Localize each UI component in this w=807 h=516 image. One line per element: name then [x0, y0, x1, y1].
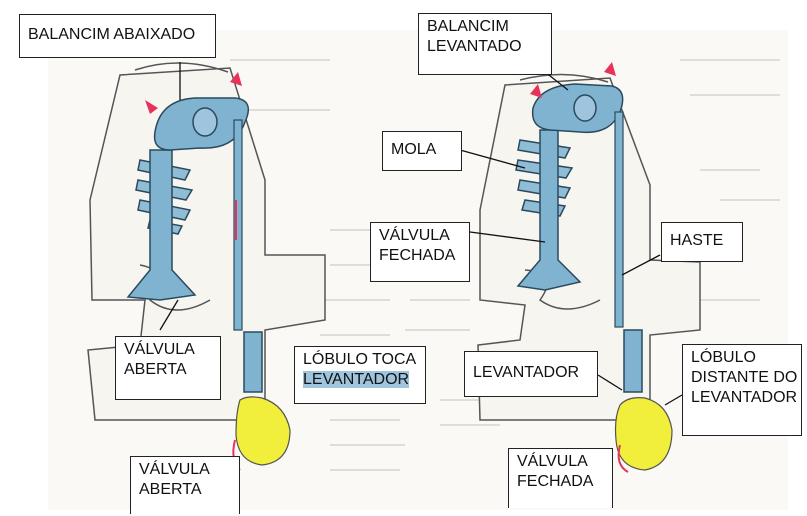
balancim-levantado-line2: LEVANTADO: [427, 37, 543, 57]
levantador-text: LEVANTADOR: [473, 364, 579, 381]
right-lifter: [624, 330, 642, 392]
lobulo-distante-line3: LEVANTADOR: [691, 388, 793, 408]
balancim-abaixado-text: BALANCIM ABAIXADO: [28, 26, 195, 43]
label-lobulo-distante: LÓBULO DISTANTE DO LEVANTADOR: [682, 344, 802, 436]
label-mola: MOLA: [382, 131, 462, 171]
lobulo-toca-line1: LÓBULO TOCA: [303, 350, 417, 370]
valvula-aberta-bottom-line2: ABERTA: [139, 480, 231, 500]
mola-text: MOLA: [391, 141, 436, 158]
left-lifter: [244, 332, 262, 392]
label-valvula-aberta-bottom: VÁLVULA ABERTA: [130, 456, 240, 514]
valvula-aberta-mid-line2: ABERTA: [124, 360, 212, 380]
lobulo-toca-line2: LEVANTADOR: [303, 371, 409, 388]
valvula-fechada-mid-line2: FECHADA: [379, 246, 461, 266]
right-cam-lobe: [616, 398, 673, 470]
lobulo-distante-line2: DISTANTE DO: [691, 368, 793, 388]
valvula-aberta-mid-line1: VÁLVULA: [124, 340, 212, 360]
label-levantador: LEVANTADOR: [464, 351, 598, 397]
valvula-fechada-bottom-line2: FECHADA: [517, 472, 604, 492]
valvula-fechada-mid-line1: VÁLVULA: [379, 226, 461, 246]
valvula-fechada-bottom-line1: VÁLVULA: [517, 452, 604, 472]
label-valvula-fechada-mid: VÁLVULA FECHADA: [370, 222, 470, 282]
lobulo-distante-line1: LÓBULO: [691, 348, 793, 368]
label-lobulo-toca-levantador: LÓBULO TOCA LEVANTADOR: [294, 346, 426, 404]
label-haste: HASTE: [661, 222, 743, 262]
right-push-rod: [615, 112, 623, 327]
label-balancim-abaixado: BALANCIM ABAIXADO: [19, 14, 216, 58]
haste-text: HASTE: [670, 232, 723, 249]
label-balancim-levantado: BALANCIM LEVANTADO: [418, 13, 552, 75]
label-valvula-aberta-mid: VÁLVULA ABERTA: [115, 336, 221, 400]
balancim-levantado-line1: BALANCIM: [427, 17, 543, 37]
valvula-aberta-bottom-line1: VÁLVULA: [139, 460, 231, 480]
label-valvula-fechada-bottom: VÁLVULA FECHADA: [508, 448, 613, 508]
